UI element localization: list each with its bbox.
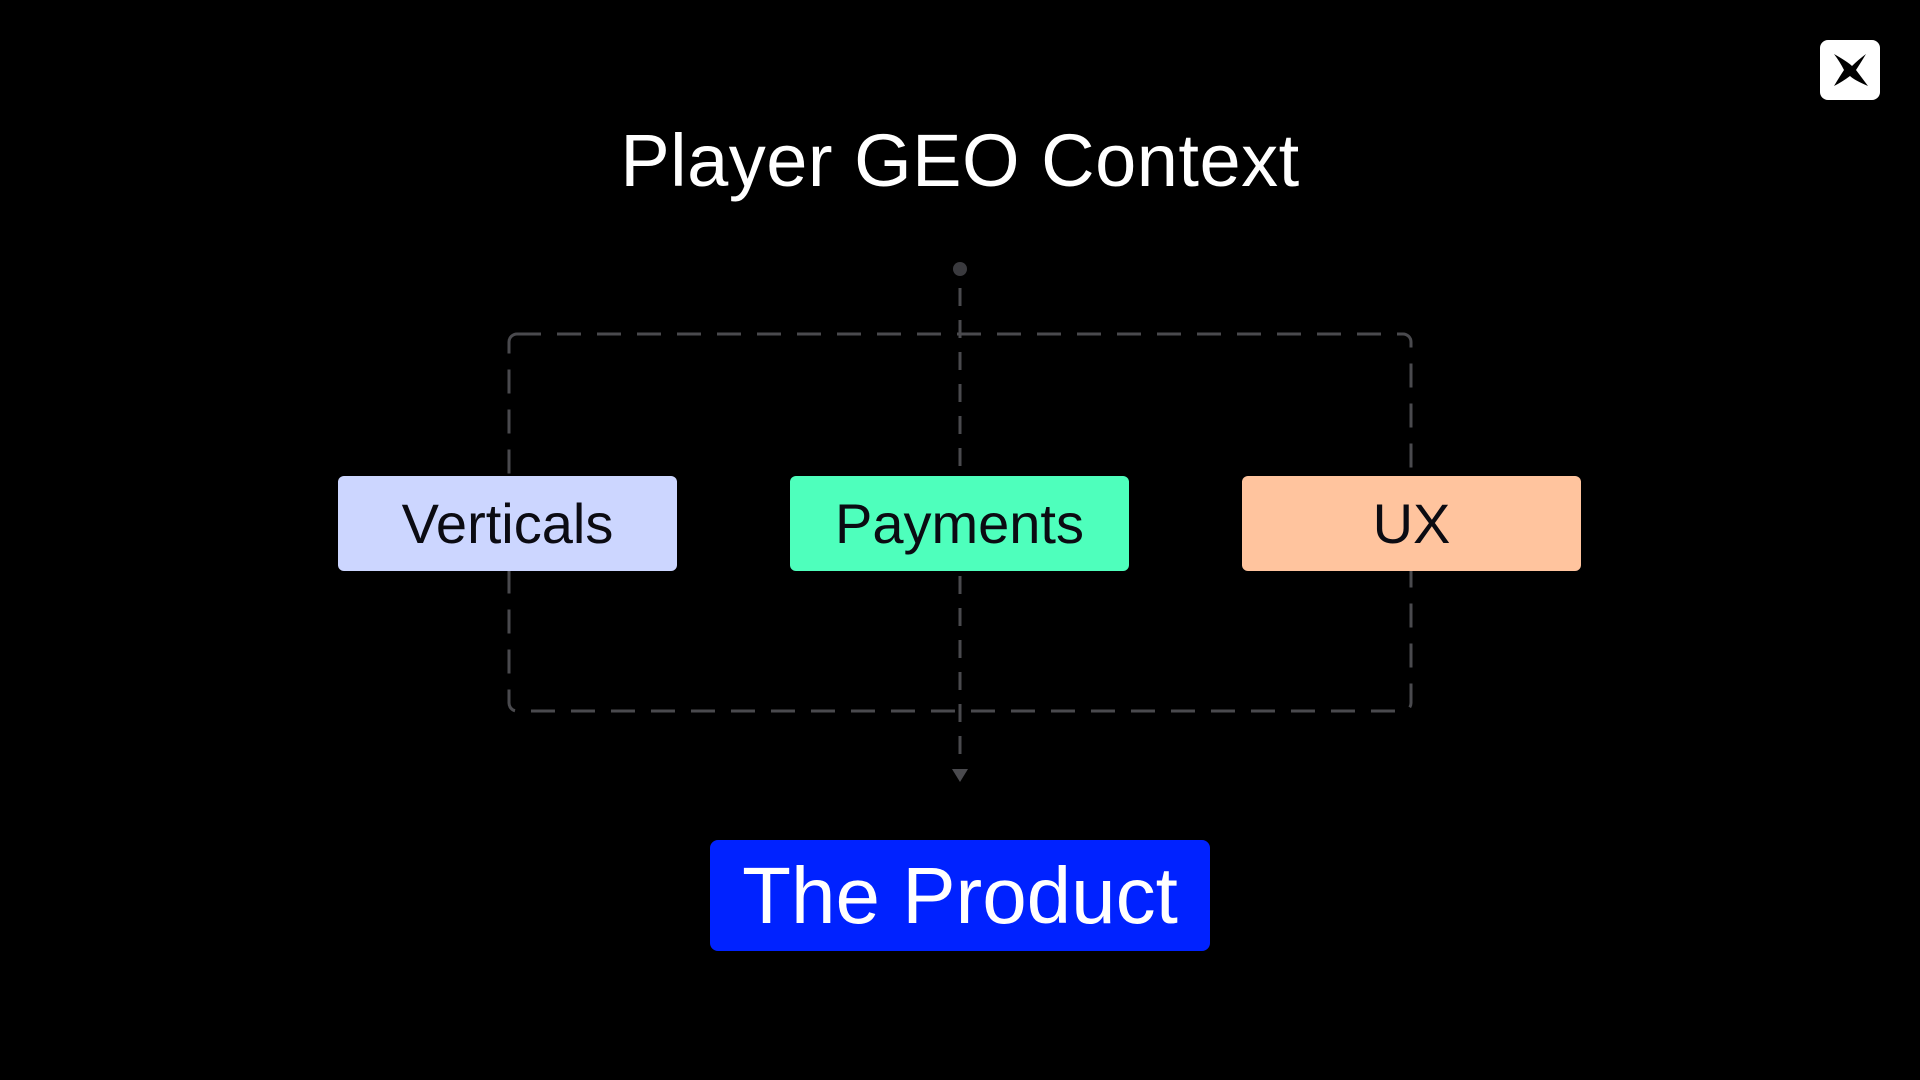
category-label: Payments: [835, 492, 1084, 555]
start-dot: [953, 262, 967, 276]
category-label: UX: [1372, 492, 1451, 555]
arrow-down-icon: [952, 769, 968, 782]
category-box-payments: Payments: [790, 476, 1129, 571]
slide-title: Player GEO Context: [620, 119, 1300, 202]
result-label: The Product: [742, 850, 1178, 940]
four-point-star-icon: [1834, 54, 1868, 86]
grouping-dashed-frame: [507, 332, 1413, 713]
category-box-verticals: Verticals: [338, 476, 677, 571]
category-label: Verticals: [401, 492, 614, 555]
category-box-ux: UX: [1242, 476, 1581, 571]
brand-logo: [1820, 40, 1880, 100]
result-box-product: The Product: [710, 840, 1210, 951]
